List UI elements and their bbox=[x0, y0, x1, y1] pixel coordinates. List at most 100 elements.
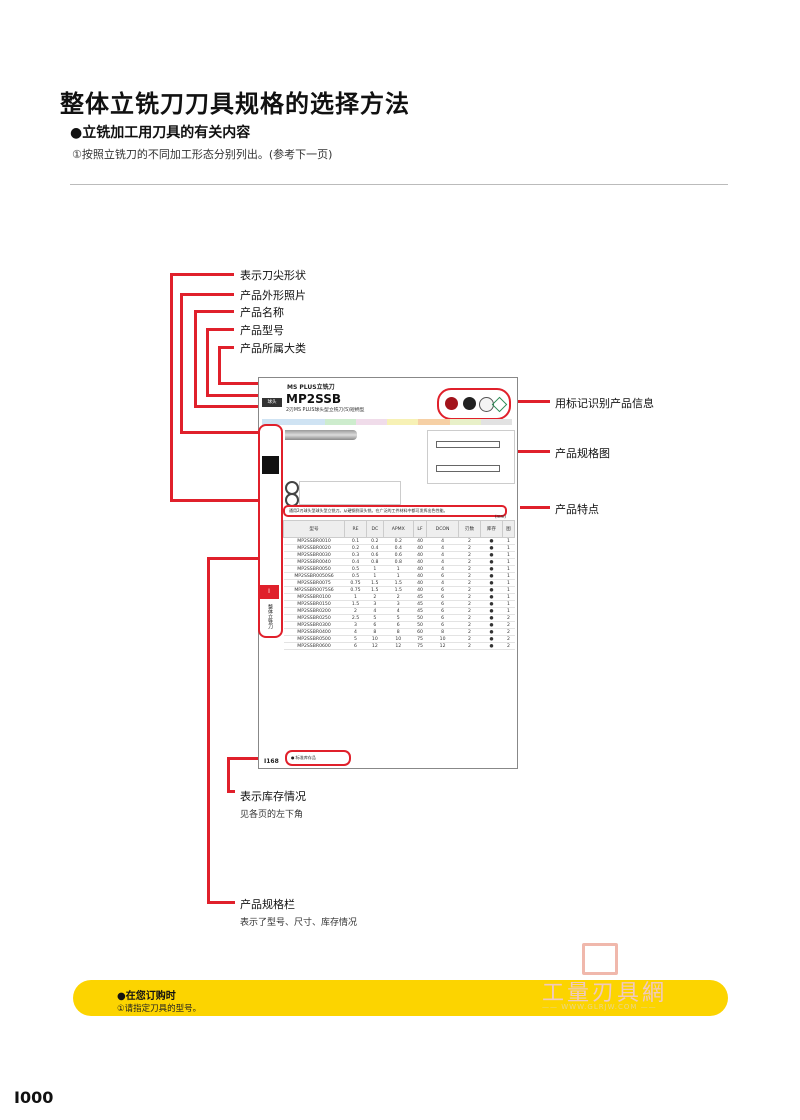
spec-cell: 1 bbox=[502, 607, 515, 615]
spec-cell: MP2SSBR0075S6 bbox=[283, 586, 345, 594]
spec-cell: 40 bbox=[413, 579, 427, 587]
spec-cell: 2 bbox=[458, 642, 481, 650]
spec-cell: 0.8 bbox=[366, 558, 384, 566]
spec-cell: MP2SSBR0400 bbox=[283, 628, 345, 636]
spec-cell: MP2SSBR0300 bbox=[283, 621, 345, 629]
spec-cell: 40 bbox=[413, 558, 427, 566]
callout-product-name: 产品名称 bbox=[240, 306, 284, 319]
spec-cell: ● bbox=[480, 537, 503, 545]
spec-cell: 4 bbox=[426, 537, 459, 545]
spec-cell: 1 bbox=[502, 544, 515, 552]
sample-unit: (mm) bbox=[495, 514, 506, 519]
sample-stock-note: ●:标准库存品 bbox=[285, 750, 351, 766]
spec-cell: 2 bbox=[458, 537, 481, 545]
spec-cell: 45 bbox=[413, 607, 427, 615]
spec-cell: 1 bbox=[502, 586, 515, 594]
spec-cell: ● bbox=[480, 551, 503, 559]
callout-spec-field: 产品规格栏 bbox=[240, 898, 295, 911]
spec-cell: 2 bbox=[344, 607, 367, 615]
spec-cell: 0.4 bbox=[383, 544, 414, 552]
callout-stock: 表示库存情况 bbox=[240, 790, 306, 803]
section-note: ①按照立铣刀的不同加工形态分别列出。(参考下一页) bbox=[72, 148, 333, 161]
spec-cell: MP2SSBR0100 bbox=[283, 593, 345, 601]
spec-cell: 6 bbox=[426, 572, 459, 580]
spec-cell: 6 bbox=[383, 621, 414, 629]
spec-cell: 1 bbox=[502, 551, 515, 559]
spec-cell: 4 bbox=[426, 551, 459, 559]
callout-photo: 产品外形照片 bbox=[240, 289, 306, 302]
spec-cell: 1 bbox=[383, 572, 414, 580]
spec-cell: 2 bbox=[458, 558, 481, 566]
spec-cell: MP2SSBR0500 bbox=[283, 635, 345, 643]
spec-cell: 2 bbox=[366, 593, 384, 601]
spec-cell: 1 bbox=[502, 565, 515, 573]
spec-header-cell: APMX bbox=[382, 520, 414, 538]
spec-cell: 6 bbox=[426, 586, 459, 594]
spec-cell: MP2SSBR0200 bbox=[283, 607, 345, 615]
spec-cell: ● bbox=[480, 558, 503, 566]
spec-cell: ● bbox=[480, 572, 503, 580]
watermark-url: —— WWW.GLRJW.COM —— bbox=[542, 1003, 657, 1011]
spec-cell: 10 bbox=[383, 635, 414, 643]
spec-cell: 3 bbox=[366, 600, 384, 608]
spec-cell: ● bbox=[480, 607, 503, 615]
callout-features: 产品特点 bbox=[555, 503, 599, 516]
footer-line-2: ①请指定刀具的型号。 bbox=[117, 1004, 202, 1014]
spec-cell: 5 bbox=[383, 614, 414, 622]
spec-cell: 4 bbox=[366, 607, 384, 615]
spec-cell: 2 bbox=[458, 600, 481, 608]
spec-cell: 10 bbox=[426, 635, 459, 643]
side-tab-index: I bbox=[259, 585, 279, 599]
spec-cell: 1 bbox=[502, 600, 515, 608]
sample-product-desc: 2刃MS PLUS球头型立铣刀(S)短柄型 bbox=[286, 408, 365, 413]
sample-page-number: I168 bbox=[264, 758, 279, 765]
sample-category: MS PLUS立铣刀 bbox=[287, 384, 335, 391]
spec-cell: 2 bbox=[458, 565, 481, 573]
marks-badge bbox=[437, 388, 511, 420]
spec-cell: 1.5 bbox=[344, 600, 367, 608]
spec-cell: 1 bbox=[502, 572, 515, 580]
spec-cell: 0.2 bbox=[383, 537, 414, 545]
spec-cell: 12 bbox=[426, 642, 459, 650]
spec-cell: 0.1 bbox=[344, 537, 367, 545]
spec-cell: 40 bbox=[413, 551, 427, 559]
spec-cell: 2 bbox=[458, 621, 481, 629]
side-tab-outline bbox=[258, 424, 283, 638]
spec-cell: ● bbox=[480, 635, 503, 643]
spec-cell: 2 bbox=[458, 551, 481, 559]
helix-mark-icon bbox=[479, 397, 494, 412]
divider bbox=[70, 184, 728, 185]
spec-cell: 40 bbox=[413, 586, 427, 594]
tolerance-table bbox=[299, 481, 401, 505]
spec-cell: 0.2 bbox=[366, 537, 384, 545]
spec-cell: 2 bbox=[458, 572, 481, 580]
spec-cell: 2 bbox=[383, 593, 414, 601]
spec-cell: 1 bbox=[502, 579, 515, 587]
spec-cell: 5 bbox=[366, 614, 384, 622]
spec-cell: ● bbox=[480, 642, 503, 650]
callout-stock-sub: 见各页的左下角 bbox=[240, 810, 304, 820]
spec-cell: 0.5 bbox=[344, 572, 367, 580]
spec-cell: MP2SSBR0250 bbox=[283, 614, 345, 622]
spec-cell: 6 bbox=[426, 600, 459, 608]
spec-cell: 1 bbox=[502, 593, 515, 601]
spec-cell: 4 bbox=[426, 558, 459, 566]
flute-mark-icon bbox=[491, 396, 508, 413]
spec-cell: 75 bbox=[413, 642, 427, 650]
callout-drawing: 产品规格图 bbox=[555, 447, 610, 460]
footer-line-1: ●在您订购时 bbox=[117, 991, 176, 1002]
spec-cell: 2 bbox=[502, 642, 515, 650]
spec-cell: 0.6 bbox=[383, 551, 414, 559]
spec-cell: 2 bbox=[458, 579, 481, 587]
spec-cell: 0.6 bbox=[366, 551, 384, 559]
spec-cell: ● bbox=[480, 544, 503, 552]
spec-cell: MP2SSBR0050 bbox=[283, 565, 345, 573]
spec-cell: 2 bbox=[502, 621, 515, 629]
spec-cell: 2 bbox=[458, 635, 481, 643]
